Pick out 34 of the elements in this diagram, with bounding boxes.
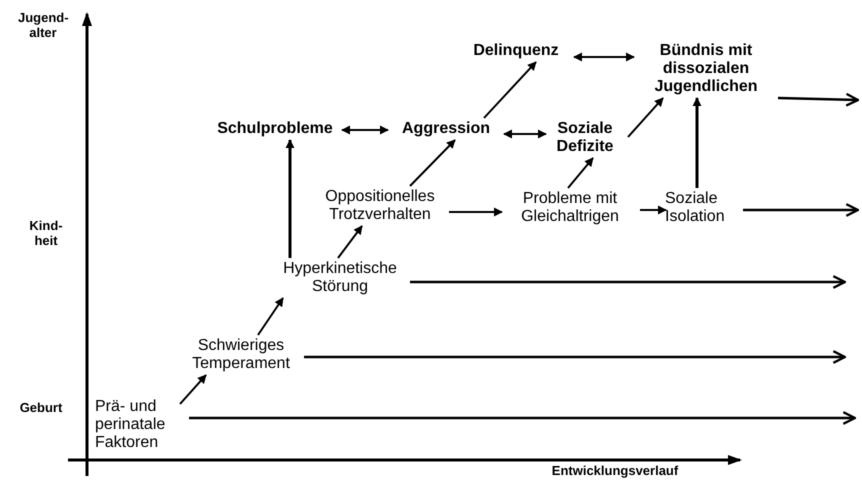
arrow: [640, 206, 667, 214]
factor-text: Hyperkinetische Störung: [272, 260, 408, 296]
problem-text: Aggression: [390, 120, 502, 138]
arrow: [337, 225, 363, 259]
problem-text: Bündnis mit dissozialen Jugendlichen: [636, 42, 776, 96]
factor-text: Probleme mit Gleichaltrigen: [502, 190, 638, 226]
stage-label: Jugend- alter: [18, 10, 68, 40]
problem-text: Delinquenz: [460, 42, 572, 60]
arrow: [257, 297, 284, 336]
arrow: [573, 52, 635, 62]
arrow: [189, 411, 856, 425]
arrow: [410, 275, 846, 289]
arrow: [743, 203, 860, 217]
factor-text: Oppositionelles Trotzverhalten: [313, 188, 447, 224]
stage-label: Kind- heit: [28, 218, 64, 248]
arrow: [483, 61, 537, 119]
arrow: [503, 130, 547, 138]
arrow: [286, 139, 294, 258]
arrow: [179, 374, 207, 405]
arrow: [778, 92, 860, 107]
arrow: [449, 208, 503, 216]
axis-label: Entwicklungsverlauf: [550, 463, 680, 478]
arrow: [341, 126, 389, 134]
factor-text: Soziale Isolation: [665, 190, 741, 226]
arrow: [627, 97, 664, 138]
problem-text: Schulprobleme: [208, 120, 342, 138]
arrow: [567, 157, 594, 189]
factor-text: Schwieriges Temperament: [180, 337, 302, 373]
problem-text: Soziale Defizite: [544, 120, 626, 156]
arrow: [304, 350, 846, 364]
arrow: [409, 139, 456, 187]
stage-label: Geburt: [18, 400, 64, 415]
factor-text: Prä- und perinatale Faktoren: [95, 398, 187, 452]
arrow: [692, 97, 702, 188]
